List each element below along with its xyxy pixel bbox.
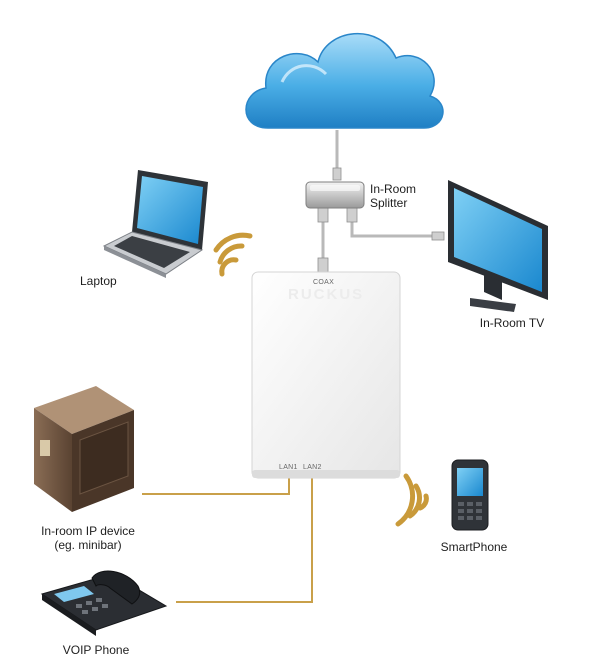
- smartphone-icon: [451, 459, 489, 531]
- desk-phone-icon: [40, 570, 168, 636]
- smartphone-label: SmartPhone: [440, 540, 508, 554]
- laptop-label: Laptop: [80, 274, 117, 288]
- splitter-icon: [305, 181, 365, 209]
- port-lan2-label: LAN2: [303, 464, 322, 471]
- voip-label: VOIP Phone: [62, 643, 130, 657]
- port-coax-label: COAX: [313, 279, 335, 286]
- tv-label: In-Room TV: [479, 316, 545, 330]
- splitter-label: In-Room Splitter: [370, 182, 416, 210]
- ip-device-label: In-room IP device (eg. minibar): [41, 524, 135, 552]
- server-icon: [34, 386, 134, 512]
- splitter-label-line2: Splitter: [370, 196, 408, 210]
- lan-cables: [142, 478, 313, 603]
- splitter-label-line1: In-Room: [370, 182, 417, 196]
- cloud-icon: [245, 33, 444, 129]
- laptop-icon: [102, 170, 208, 278]
- coax-connectors: [317, 167, 445, 273]
- wifi-signal-icon: [395, 473, 429, 527]
- device-brand-logo: RUCKUS: [288, 286, 365, 303]
- ip-device-label-line1: In-room IP device: [41, 524, 135, 538]
- access-point-icon: [251, 271, 401, 479]
- wifi-signal-icon: [213, 232, 253, 277]
- tv-icon: [448, 180, 548, 312]
- ip-device-label-line2: (eg. minibar): [54, 538, 122, 552]
- port-lan1-label: LAN1: [279, 464, 298, 471]
